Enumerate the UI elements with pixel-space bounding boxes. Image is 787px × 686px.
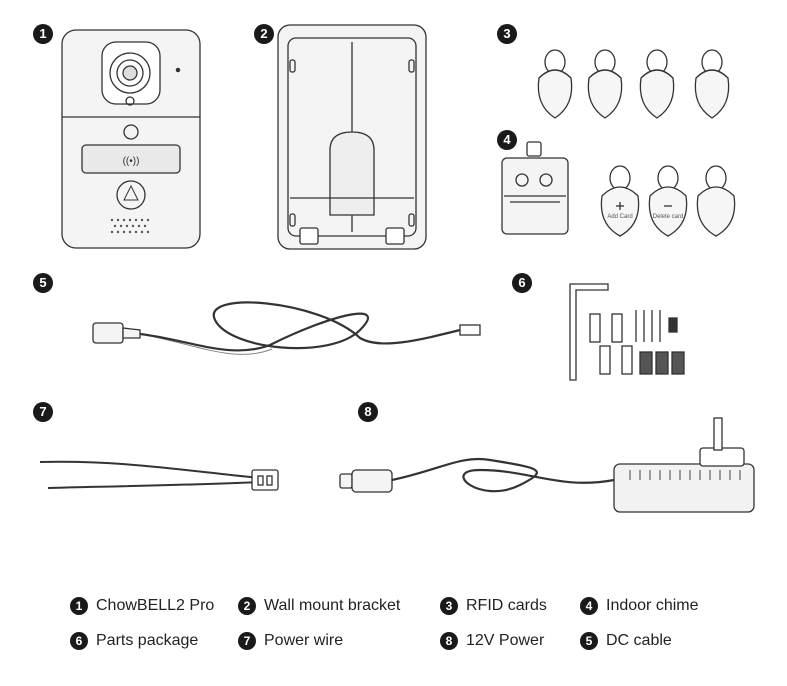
callout-7: 7	[33, 402, 53, 422]
callout-8: 8	[358, 402, 378, 422]
parts-package-illustration	[569, 283, 685, 381]
dc-cable-illustration	[92, 301, 481, 355]
add-card-label: Add Card	[607, 214, 632, 220]
callout-2: 2	[254, 24, 274, 44]
rfid-cards-illustration	[537, 49, 730, 119]
power-wire-illustration	[39, 460, 279, 491]
callout-5: 5	[33, 273, 53, 293]
indoor-chime-illustration	[501, 141, 736, 237]
doorbell-illustration: ((•))	[61, 29, 201, 249]
power-adapter-illustration	[339, 417, 755, 513]
wall-bracket-illustration	[277, 24, 427, 250]
svg-text:((•)): ((•))	[123, 156, 140, 167]
callout-1: 1	[33, 24, 53, 44]
callout-6: 6	[512, 273, 532, 293]
callout-4: 4	[497, 130, 517, 150]
callout-3: 3	[497, 24, 517, 44]
delete-card-label: Delete card	[653, 214, 684, 220]
